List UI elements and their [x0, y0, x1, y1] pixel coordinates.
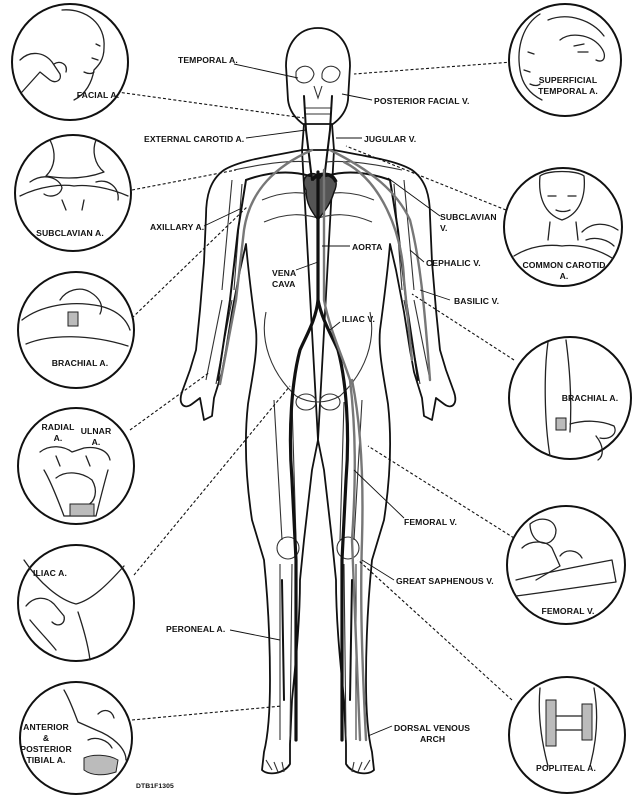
- inset-tibial-a: ANTERIOR & POSTERIOR TIBIAL A.: [19, 681, 133, 795]
- inset-label-ulnar-a-2: A.: [92, 437, 101, 447]
- inset-label-popliteal-a: POPLITEAL A.: [536, 763, 596, 773]
- label-posterior-facial-v: POSTERIOR FACIAL V.: [374, 96, 470, 106]
- label-subclavian-v-2: V.: [440, 223, 448, 233]
- inset-popliteal-a: POPLITEAL A.: [508, 676, 626, 794]
- body-figure: [179, 27, 457, 775]
- inset-label-common-carotid-a-2: A.: [560, 271, 569, 281]
- inset-common-carotid-a: COMMON CAROTID A.: [503, 167, 623, 287]
- label-great-saphenous-v: GREAT SAPHENOUS V.: [396, 576, 494, 586]
- inset-superficial-temporal-a: SUPERFICIAL TEMPORAL A.: [508, 3, 622, 117]
- leader-lines: [203, 63, 451, 737]
- inset-label-radial-a: RADIAL: [41, 422, 74, 432]
- inset-label-superficial-temporal-a-2: TEMPORAL A.: [538, 86, 598, 96]
- inset-iliac-a: ILIAC A.: [17, 544, 135, 662]
- inset-label-brachial-a-left: BRACHIAL A.: [52, 358, 108, 368]
- inset-radial-ulnar-a: RADIAL A. ULNAR A.: [17, 407, 135, 525]
- label-subclavian-v: SUBCLAVIAN: [440, 212, 497, 222]
- inset-facial-a: FACIAL A.: [11, 3, 129, 121]
- inset-label-common-carotid-a: COMMON CAROTID: [522, 260, 605, 270]
- inset-label-ulnar-a: ULNAR: [81, 426, 112, 436]
- label-vena-cava-2: CAVA: [272, 279, 295, 289]
- inset-label-tibial-4: TIBIAL A.: [26, 755, 65, 765]
- label-external-carotid-a: EXTERNAL CAROTID A.: [144, 134, 244, 144]
- label-iliac-v: ILIAC V.: [342, 314, 375, 324]
- inset-label-tibial-1: ANTERIOR: [23, 722, 69, 732]
- label-cephalic-v: CEPHALIC V.: [426, 258, 481, 268]
- inset-subclavian-a: SUBCLAVIAN A.: [14, 134, 132, 252]
- figure-code: DTB1F1305: [136, 783, 174, 790]
- inset-label-tibial-2: &: [43, 733, 49, 743]
- body-labels: TEMPORAL A. POSTERIOR FACIAL V. EXTERNAL…: [144, 55, 499, 744]
- label-temporal-a: TEMPORAL A.: [178, 55, 238, 65]
- inset-femoral-v: FEMORAL V.: [506, 505, 626, 625]
- inset-label-tibial-3: POSTERIOR: [20, 744, 72, 754]
- inset-label-iliac-a: ILIAC A.: [33, 568, 67, 578]
- inset-label-facial-a: FACIAL A.: [77, 90, 119, 100]
- inset-label-subclavian-a: SUBCLAVIAN A.: [36, 228, 104, 238]
- label-jugular-v: JUGULAR V.: [364, 134, 416, 144]
- label-femoral-v: FEMORAL V.: [404, 517, 457, 527]
- inset-label-brachial-a-right: BRACHIAL A.: [562, 393, 618, 403]
- label-dorsal-venous-arch: DORSAL VENOUS: [394, 723, 470, 733]
- connector-lines: [59, 61, 515, 721]
- inset-brachial-a-left: BRACHIAL A.: [17, 271, 135, 389]
- label-basilic-v: BASILIC V.: [454, 296, 499, 306]
- label-aorta: AORTA: [352, 242, 382, 252]
- inset-label-radial-a-2: A.: [54, 433, 63, 443]
- label-vena-cava: VENA: [272, 268, 296, 278]
- inset-label-femoral-v: FEMORAL V.: [541, 606, 594, 616]
- label-dorsal-venous-arch-2: ARCH: [420, 734, 445, 744]
- inset-label-superficial-temporal-a: SUPERFICIAL: [539, 75, 597, 85]
- inset-brachial-a-right: BRACHIAL A.: [508, 336, 632, 461]
- label-axillary-a: AXILLARY A.: [150, 222, 204, 232]
- label-peroneal-a: PERONEAL A.: [166, 624, 225, 634]
